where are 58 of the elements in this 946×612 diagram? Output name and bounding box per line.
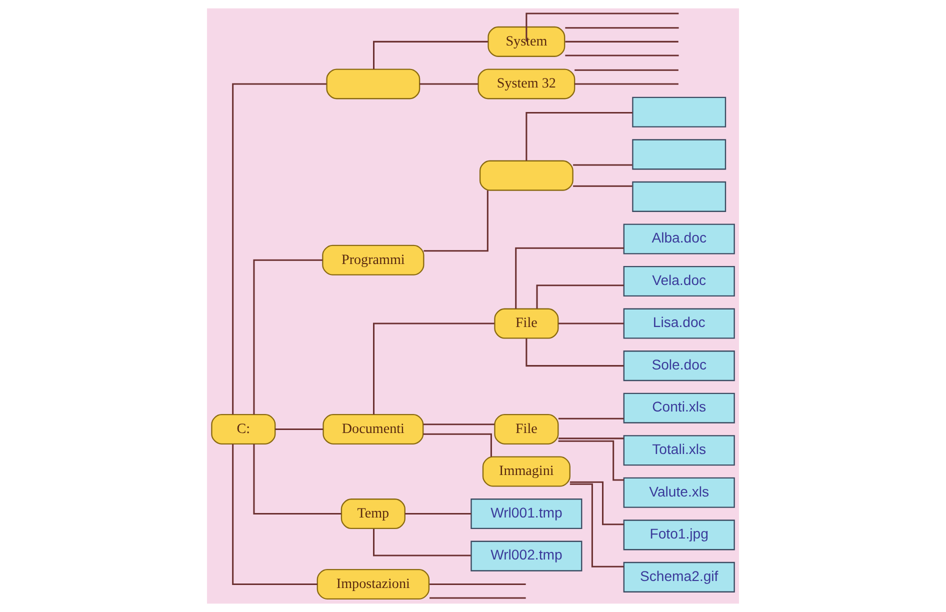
connector	[574, 69, 678, 71]
connector	[253, 444, 342, 515]
node-box: System	[488, 26, 566, 57]
node-box: Conti.xls	[623, 392, 735, 424]
connector	[373, 40, 488, 70]
node-box: C:	[211, 414, 276, 444]
node-box: Alba.doc	[623, 224, 735, 254]
connector	[526, 338, 624, 367]
connector	[558, 440, 624, 481]
node-box	[632, 96, 726, 128]
node-box: Lisa.doc	[623, 308, 735, 339]
node-box: Valute.xls	[623, 477, 735, 508]
node-box: Immagini	[482, 456, 570, 487]
connector	[558, 418, 624, 420]
node-box: Foto1.jpg	[623, 520, 735, 550]
connector	[558, 438, 624, 440]
node-box: Vela.doc	[623, 266, 735, 297]
connector	[423, 433, 492, 457]
connector	[253, 259, 323, 415]
node-box: Impostazioni	[316, 568, 430, 600]
connector	[570, 483, 624, 568]
node-box	[632, 139, 726, 170]
connector	[232, 83, 326, 414]
node-box: Schema2.gif	[623, 562, 735, 592]
node-box: Sole.doc	[623, 350, 735, 382]
node-box: File	[494, 414, 559, 444]
node-box: Wrl002.tmp	[470, 540, 582, 572]
connector	[420, 83, 478, 85]
node-box: File	[494, 308, 559, 339]
connector	[232, 444, 318, 586]
connector	[423, 424, 494, 426]
connector	[536, 284, 624, 308]
connector	[275, 428, 324, 430]
connector	[574, 83, 678, 85]
node-box: System 32	[478, 68, 576, 100]
connector	[558, 322, 624, 324]
connector	[424, 190, 488, 252]
connector	[430, 583, 526, 586]
connector	[573, 185, 632, 187]
connector	[373, 528, 471, 556]
node-box: Documenti	[322, 414, 424, 444]
node-box: Wrl001.tmp	[470, 498, 582, 530]
connector	[565, 54, 679, 56]
node-box: Programmi	[322, 244, 424, 276]
connector	[565, 27, 679, 29]
connector	[565, 40, 678, 42]
node-box	[479, 160, 574, 191]
node-box	[326, 68, 420, 100]
connector	[515, 247, 624, 309]
connector	[404, 513, 472, 515]
node-box: Temp	[340, 498, 406, 530]
connector	[373, 322, 494, 415]
connector	[430, 597, 526, 599]
connector	[570, 481, 624, 526]
node-box: Totali.xls	[623, 435, 735, 466]
connector	[526, 112, 632, 161]
node-box	[632, 181, 726, 212]
connector	[573, 164, 632, 166]
